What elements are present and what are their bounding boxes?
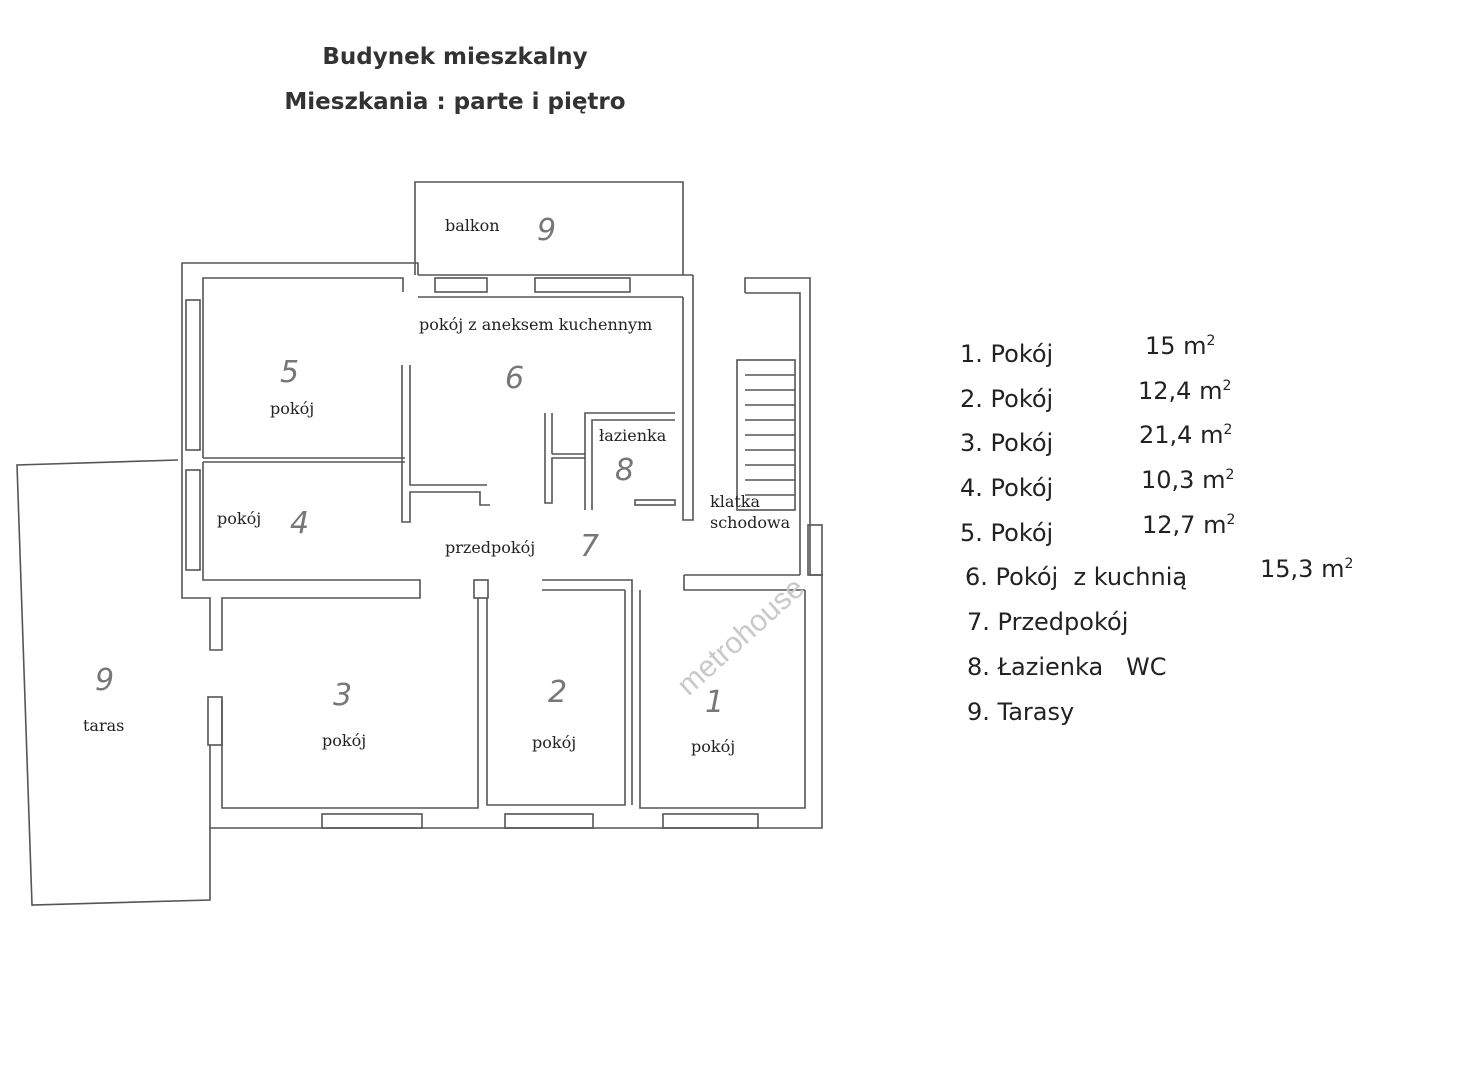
label-bathroom: łazienka — [599, 426, 667, 445]
legend-area: 15 m — [1145, 332, 1207, 360]
legend-sup: 2 — [1226, 511, 1236, 528]
legend-item: 9. Tarasy — [960, 698, 1187, 743]
legend-item: 4. Pokój 10,3 m2 — [960, 466, 1234, 519]
label-room3: pokój — [322, 731, 366, 750]
title-line-2: Mieszkania : parte i piętro — [284, 89, 626, 115]
label-hall: przedpokój — [445, 538, 535, 557]
label-stairwell-2: schodowa — [710, 513, 791, 532]
legend-sup: 2 — [1344, 556, 1354, 573]
number-terrace: 9 — [95, 663, 114, 698]
label-room2: pokój — [532, 733, 576, 752]
label-kitchen-room: pokój z aneksem kuchennym — [419, 315, 652, 334]
legend-area: 21,4 m — [1139, 421, 1224, 450]
legend-item: 7. Przedpokój — [960, 608, 1187, 653]
label-balkon: balkon — [445, 216, 500, 235]
legend-name: 5. Pokój — [960, 518, 1054, 547]
number-room5: 5 — [280, 355, 299, 390]
legend-sup: 2 — [1222, 377, 1232, 394]
legend-name: 9. Tarasy — [967, 697, 1075, 726]
legend-item: 5. Pokój 12,7 m2 — [960, 511, 1235, 564]
number-room2: 2 — [548, 675, 567, 710]
legend-item: 8. Łazienka WC — [960, 653, 1187, 698]
label-room5: pokój — [270, 399, 314, 418]
legend-item: 6. Pokój z kuchnią 15,3 m2 — [960, 555, 1353, 608]
legend-sup: 2 — [1223, 422, 1233, 439]
legend-sup: 2 — [1225, 467, 1235, 484]
legend-sup: 2 — [1206, 333, 1216, 349]
label-stairwell-1: klatka — [710, 492, 760, 511]
label-room4: pokój — [217, 509, 261, 528]
legend-name: 2. Pokój — [960, 384, 1054, 413]
legend-name: 1. Pokój — [960, 340, 1054, 368]
stairs-icon — [745, 374, 795, 496]
legend-item: 3. Pokój 21,4 m2 — [960, 421, 1232, 474]
legend-name: 4. Pokój — [960, 474, 1054, 503]
number-room4: 4 — [290, 506, 309, 541]
number-hall: 7 — [580, 529, 599, 564]
legend-area: 12,4 m — [1138, 376, 1223, 405]
legend-name: 8. Łazienka WC — [967, 652, 1167, 681]
legend-area: 10,3 m — [1141, 466, 1226, 495]
number-room6: 6 — [505, 361, 524, 396]
number-bathroom: 8 — [615, 453, 634, 488]
label-terrace: taras — [83, 716, 124, 735]
label-room1: pokój — [691, 737, 735, 756]
legend-area: 12,7 m — [1142, 510, 1227, 539]
legend-name: 7. Przedpokój — [967, 608, 1129, 637]
legend-name: 3. Pokój — [960, 429, 1054, 458]
legend-area: 15,3 m — [1260, 555, 1345, 584]
title-line-1: Budynek mieszkalny — [322, 44, 588, 70]
legend-item: 2. Pokój 12,4 m2 — [960, 377, 1231, 430]
legend-name: 6. Pokój z kuchnią — [965, 563, 1188, 592]
walls — [16, 181, 823, 906]
number-room1: 1 — [705, 685, 724, 720]
number-room3: 3 — [333, 678, 352, 713]
number-balkon: 9 — [537, 213, 556, 248]
legend-item: 1. Pokój 15 m2 — [960, 332, 1215, 385]
